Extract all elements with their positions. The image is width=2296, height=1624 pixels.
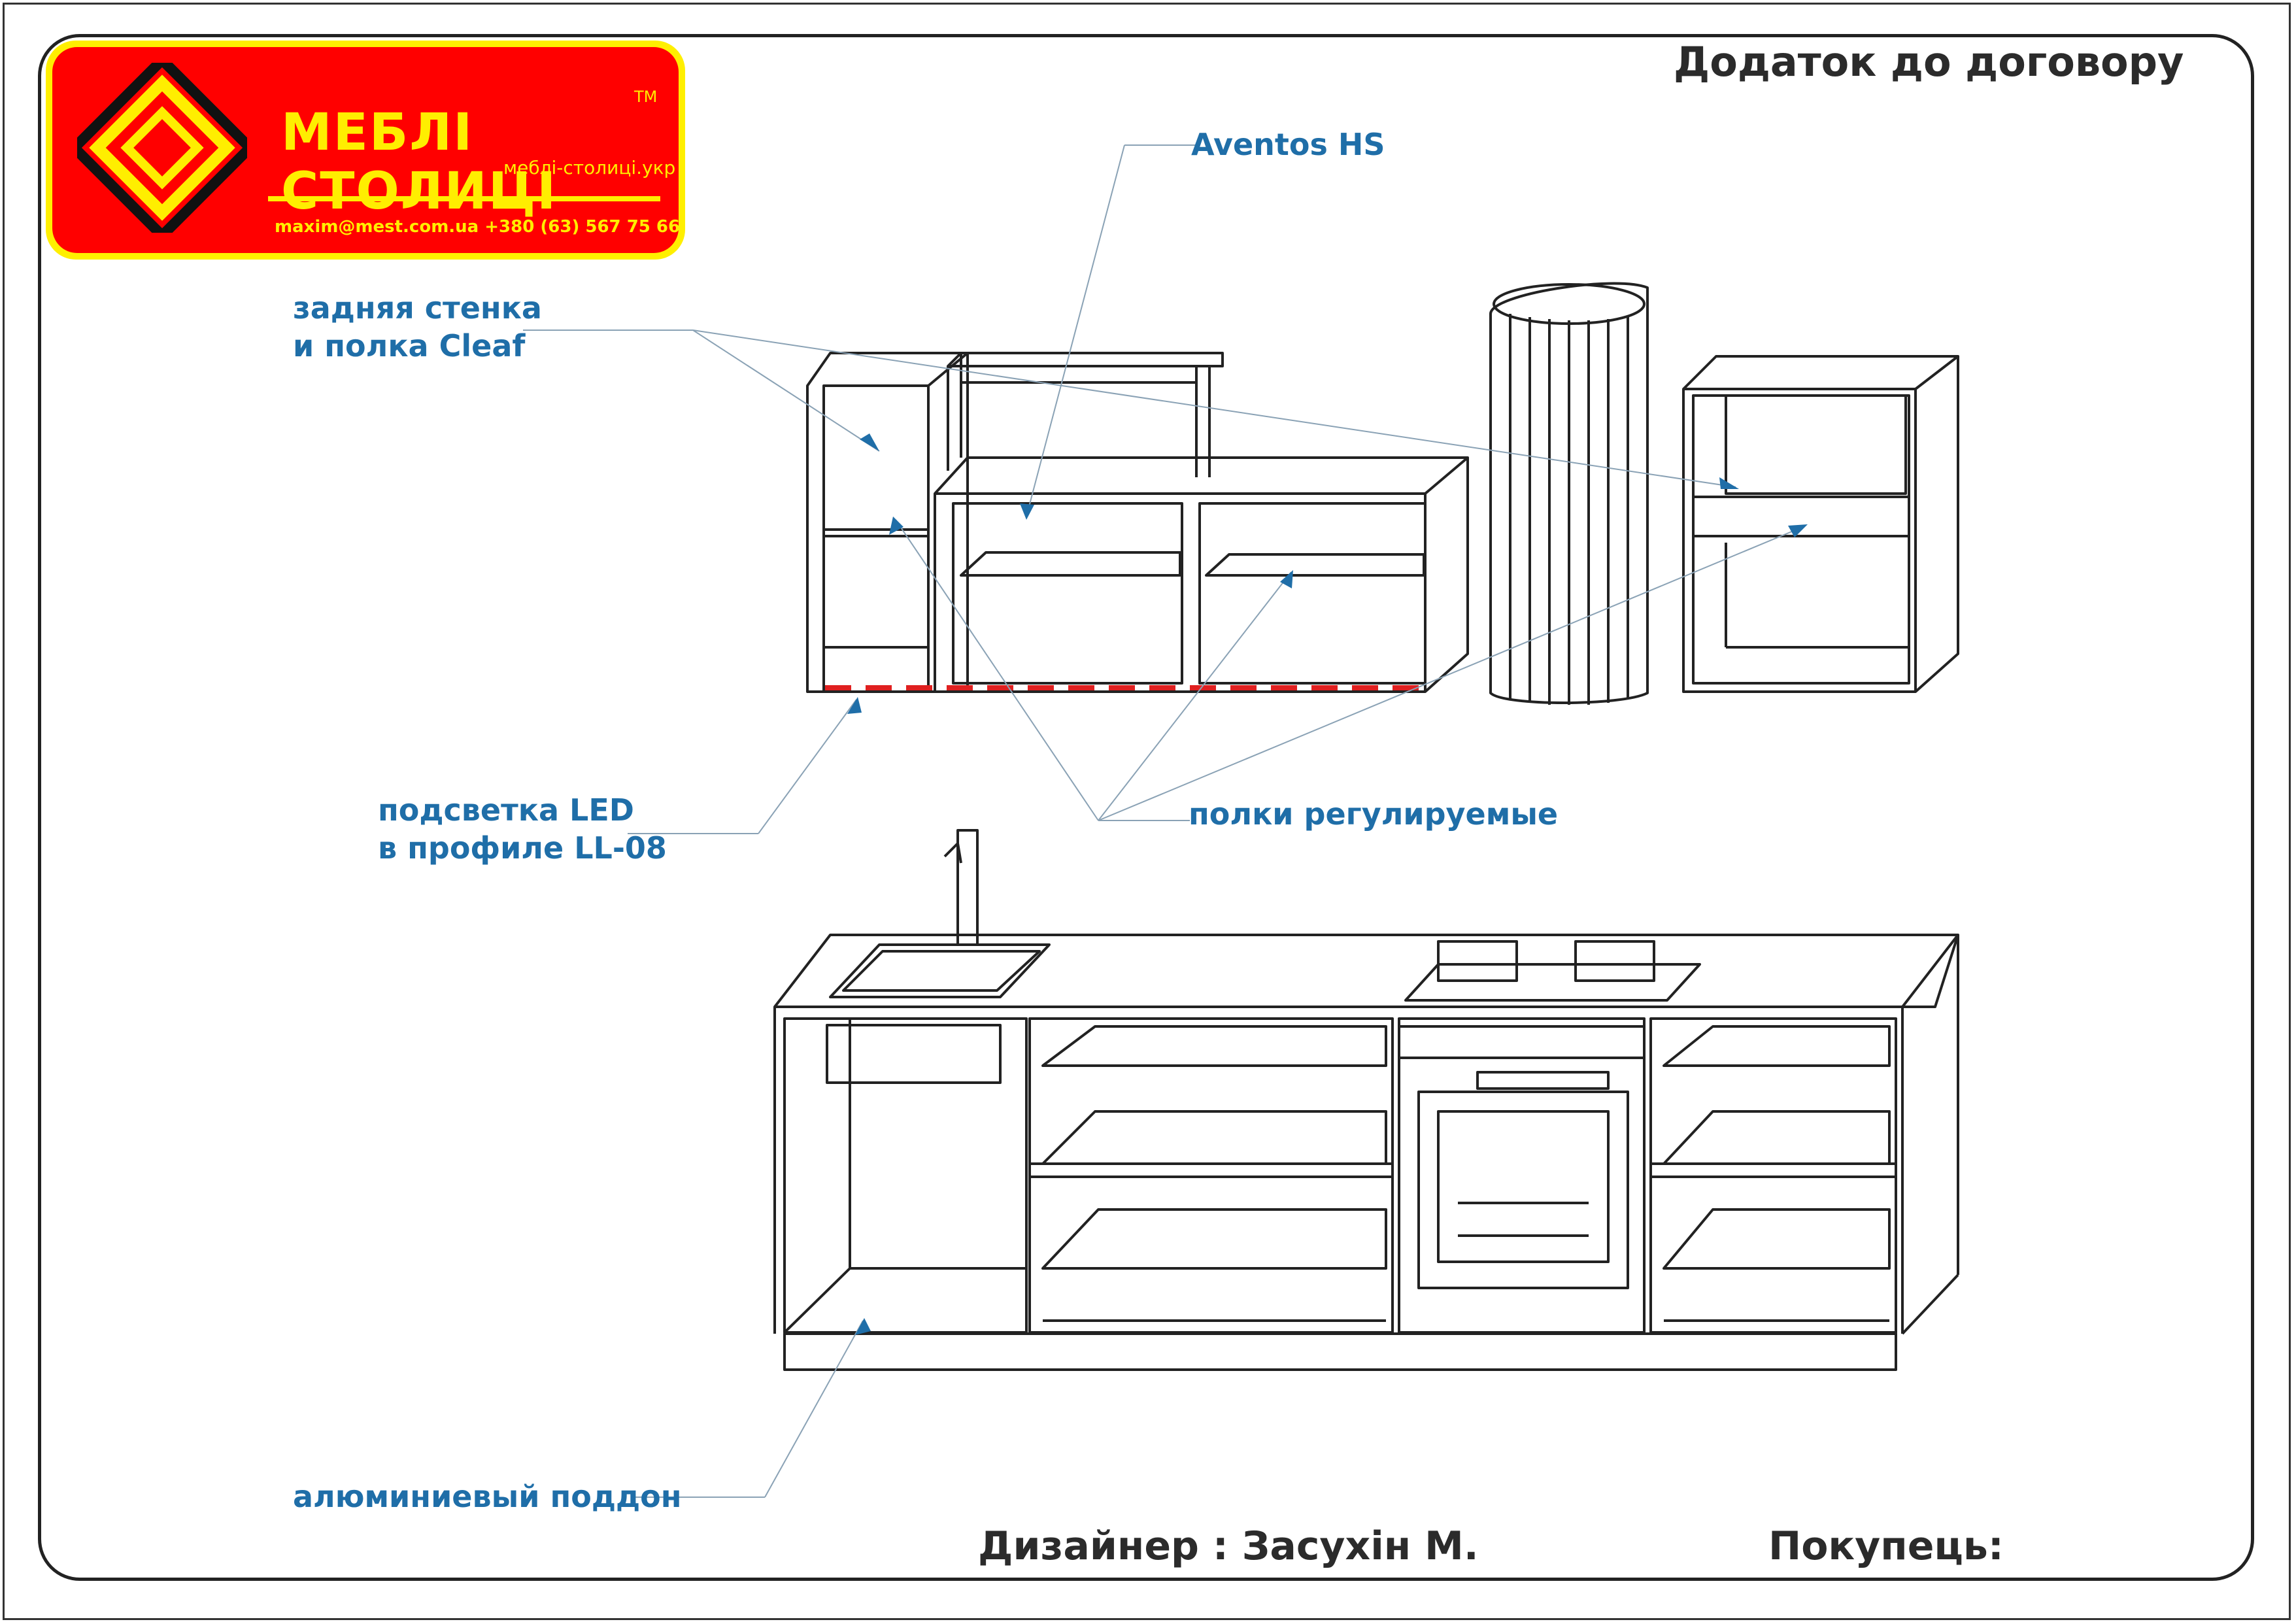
outer-frame [3,3,2291,1620]
label-adjustable-shelves: полки регулируемые [1189,796,1559,832]
logo-tm: TM [634,88,658,106]
document-title: Додаток до договору [1674,38,2184,86]
logo-divider [268,196,660,201]
company-logo: МЕБЛІ СТОЛИЦІ TM меблі-столиці.укр maxim… [46,41,685,260]
logo-site: меблі-столиці.укр [503,157,676,178]
drawing-sheet-frame [38,34,2254,1581]
logo-contact: maxim@mest.com.ua +380 (63) 567 75 66 [275,217,681,237]
upper-middle-cabinet [934,352,1469,693]
logo-diamond-icon [77,63,247,233]
designer-signature: Дизайнер : Засухін М. [978,1523,1479,1569]
lower-cabinets [773,829,1959,1371]
label-aluminium-tray: алюминиевый поддон [293,1479,682,1514]
label-aventos: Aventos HS [1191,127,1385,162]
upper-right-cabinet [1682,355,1959,693]
upper-left-cabinet [806,352,969,693]
logo-brand-text: МЕБЛІ СТОЛИЦІ [281,103,558,221]
buyer-signature: Покупець: [1768,1523,2004,1569]
label-led: подсветка LED в профиле LL-08 [378,792,667,866]
round-column [1489,282,1649,705]
label-back-wall: задняя стенка и полка Cleaf [293,290,542,364]
